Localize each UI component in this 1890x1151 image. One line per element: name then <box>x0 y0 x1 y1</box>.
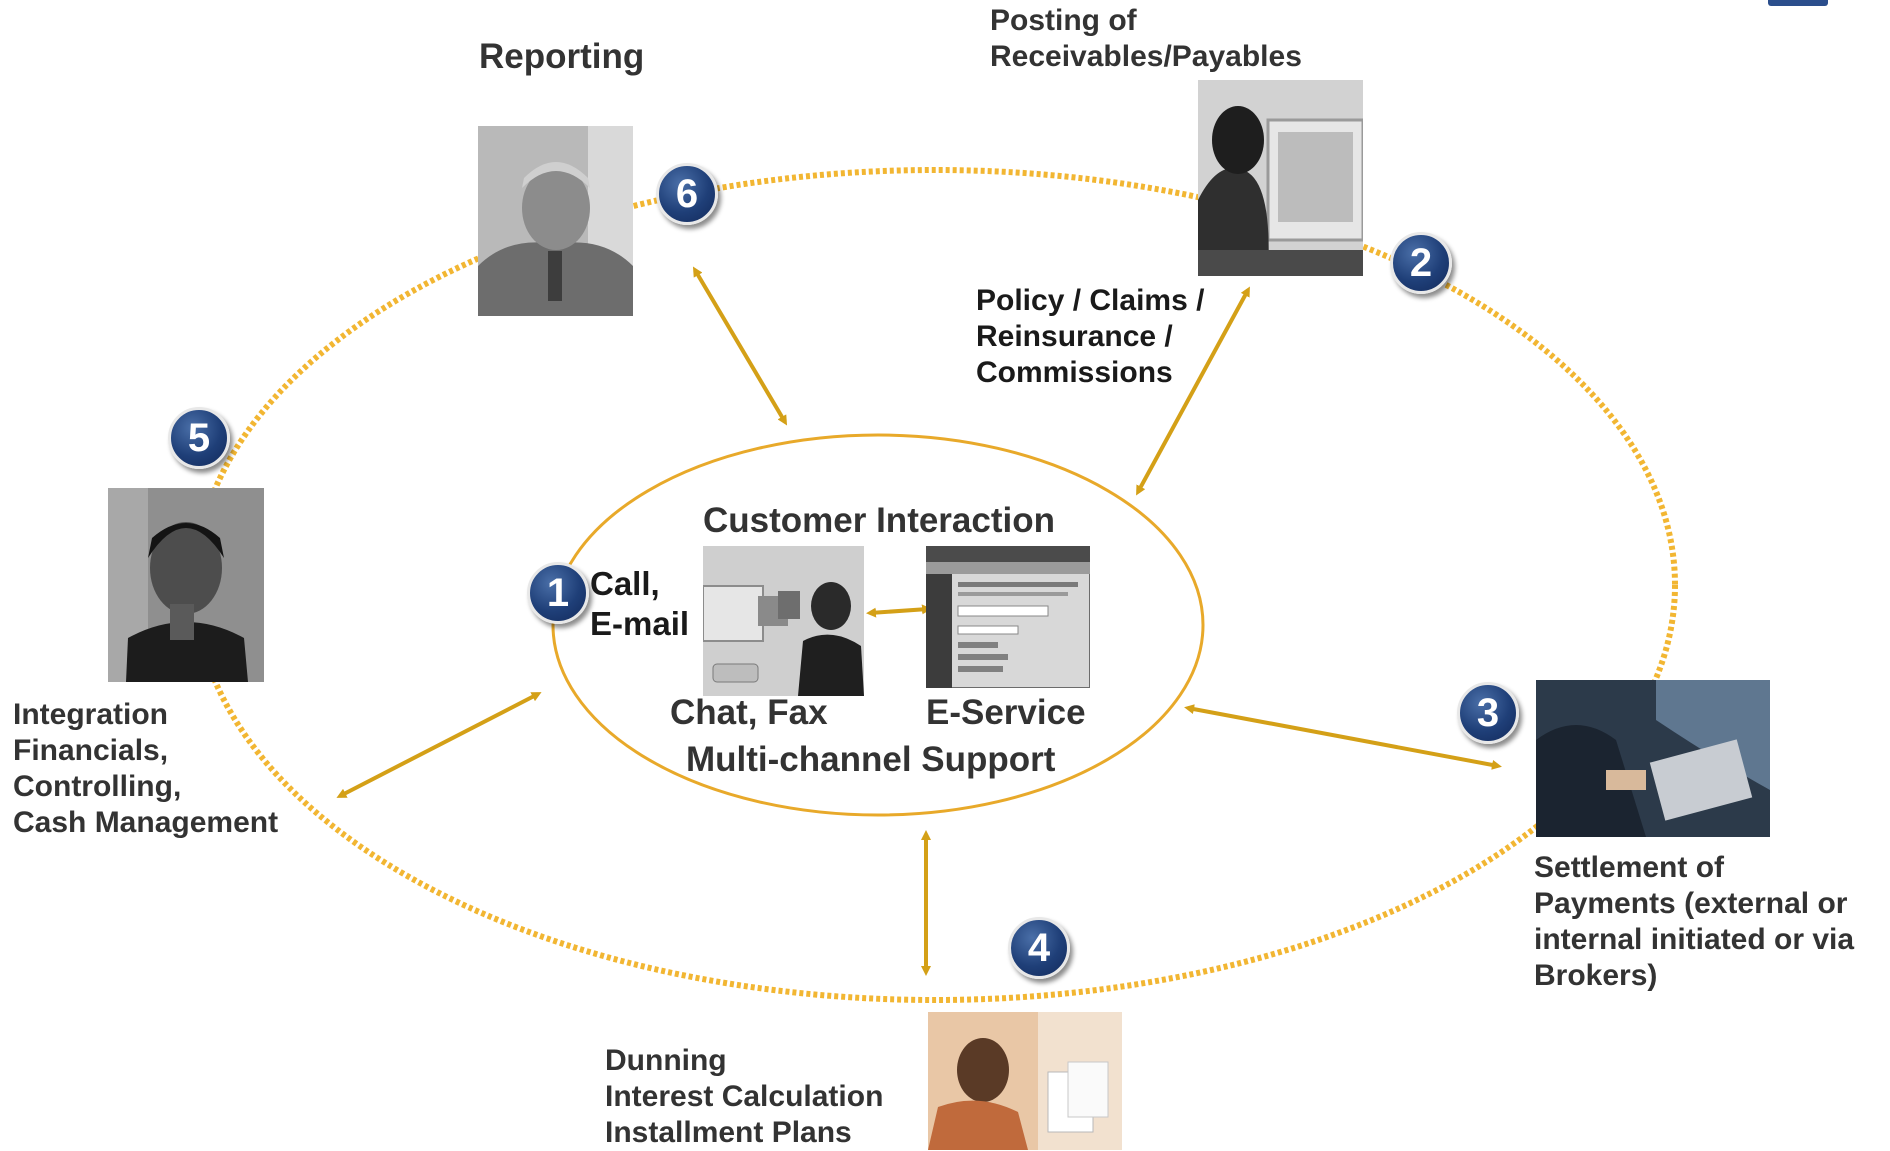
posting-detail-line-2: Reinsurance / <box>976 320 1173 353</box>
settlement-label-line-3: internal initiated or via <box>1534 923 1855 956</box>
dunning-label-line-3: Installment Plans <box>605 1116 852 1149</box>
customer-interaction-title: Customer Interaction <box>703 501 1055 540</box>
dunning-label-line-1: Dunning <box>605 1044 727 1077</box>
channel-call-email: Call, E-mail <box>590 564 689 643</box>
posting-label-line-2: Receivables/Payables <box>990 40 1302 73</box>
corner-tab <box>1768 0 1828 6</box>
step-badge-2: 2 <box>1390 232 1452 294</box>
posting-detail-label: Policy / Claims / Reinsurance / Commissi… <box>976 283 1204 391</box>
reporting-photo-icon <box>478 126 633 316</box>
settlement-label-line-2: Payments (external or <box>1534 887 1848 920</box>
posting-label-line-1: Posting of <box>990 4 1137 37</box>
integration-label-line-2: Financials, <box>13 734 169 767</box>
integration-label-line-3: Controlling, <box>13 770 182 803</box>
settlement-photo-icon <box>1536 680 1770 837</box>
reporting-label-line: Reporting <box>479 37 645 76</box>
integration-label-line-1: Integration <box>13 698 168 731</box>
integration-label: Integration Financials, Controlling, Cas… <box>13 697 278 841</box>
channel-chat-fax: Chat, Fax <box>670 693 828 732</box>
step-badge-6: 6 <box>656 163 718 225</box>
step-badge-1: 1 <box>527 562 589 624</box>
dunning-label-line-2: Interest Calculation <box>605 1080 884 1113</box>
multichannel-support-label: Multi-channel Support <box>686 740 1056 779</box>
settlement-label-line-1: Settlement of <box>1534 851 1725 884</box>
inner-interaction-ellipse <box>551 433 1205 817</box>
arrow-channel-link <box>866 604 932 618</box>
step-badge-3: 3 <box>1457 682 1519 744</box>
posting-label: Posting of Receivables/Payables <box>990 3 1302 75</box>
dunning-photo-icon <box>928 1012 1122 1150</box>
posting-detail-line-3: Commissions <box>976 356 1173 389</box>
channel-email-label: E-mail <box>590 604 690 642</box>
settlement-label-line-4: Brokers) <box>1534 959 1658 992</box>
posting-detail-line-1: Policy / Claims / <box>976 284 1205 317</box>
arrow-reporting <box>692 266 788 426</box>
channel-call-label: Call, <box>590 565 660 602</box>
arrow-posting <box>1136 286 1250 496</box>
e-service-screen-icon <box>926 546 1090 688</box>
settlement-label: Settlement of Payments (external or inte… <box>1534 850 1854 994</box>
step-badge-5: 5 <box>168 407 230 469</box>
arrow-integration <box>336 692 542 798</box>
channel-e-service: E-Service <box>926 693 1086 732</box>
arrow-settlement <box>1184 704 1502 770</box>
posting-photo-icon <box>1198 80 1363 276</box>
call-center-photo-icon <box>703 546 864 696</box>
reporting-label: Reporting <box>479 36 644 78</box>
integration-photo-icon <box>108 488 264 682</box>
integration-label-line-4: Cash Management <box>13 806 279 839</box>
dunning-label: Dunning Interest Calculation Installment… <box>605 1043 883 1151</box>
step-badge-4: 4 <box>1008 917 1070 979</box>
